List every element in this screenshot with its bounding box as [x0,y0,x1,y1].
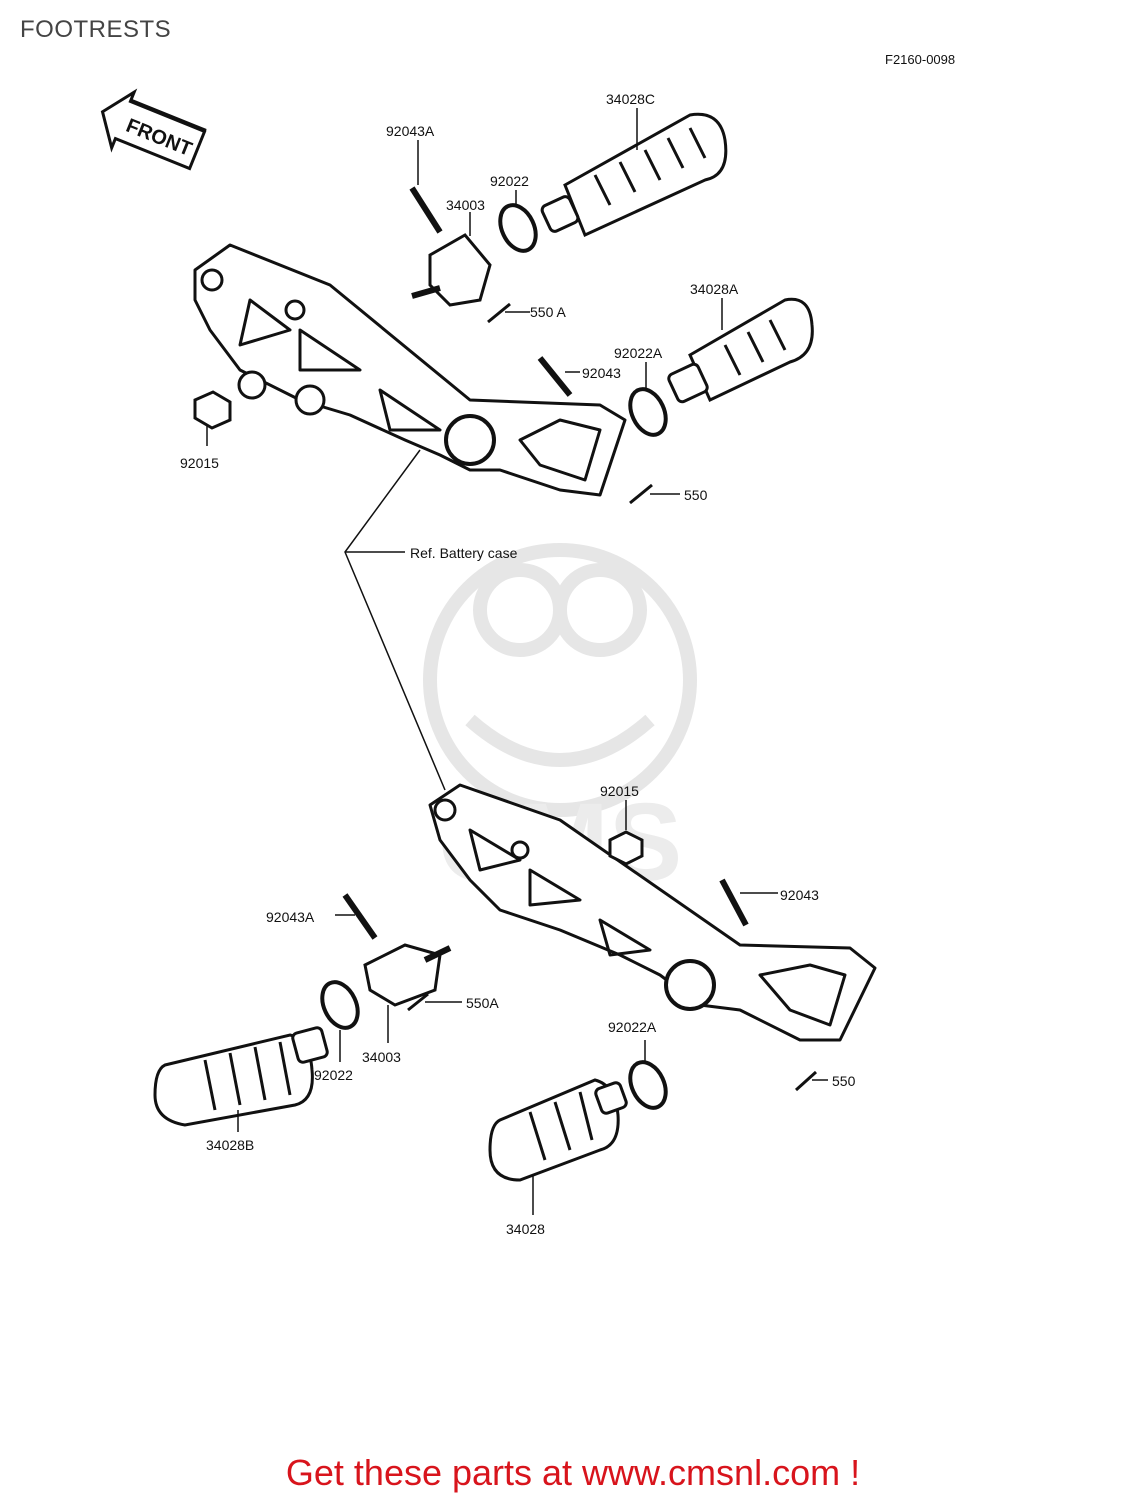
upper-nut [193,390,232,430]
upper-mount-hole-2 [284,299,306,321]
upper-cotter-550 [629,483,653,505]
page-title: FOOTRESTS [20,16,172,43]
callout-92043-lower: 92043 [780,887,819,903]
upper-cotter-550a [487,302,511,324]
callout-34028c: 34028C [606,91,655,107]
callout-550-lower: 550 [832,1073,856,1089]
callout-92022-upper: 92022 [490,173,529,189]
callout-92015-lower: 92015 [600,783,639,799]
upper-pivot-boss [444,414,496,466]
upper-footpeg-34028a [667,297,814,404]
upper-bolt-92043 [537,356,573,397]
battery-case-reference-line [344,449,446,791]
figure-code: F2160-0098 [885,52,955,67]
lower-mount-hole-2 [510,840,530,860]
callout-550-upper: 550 [684,487,708,503]
callout-550a-lower: 550A [466,995,499,1011]
lower-footpeg-34028b [153,1026,329,1127]
callout-34028: 34028 [506,1221,545,1237]
callout-92043a-upper: 92043A [386,123,435,139]
lower-footrest-bracket [428,783,877,1042]
lower-bolt-92043a [342,893,378,940]
upper-bracket-34003 [428,233,492,307]
lower-nut [608,830,644,866]
lower-cotter-550a [407,992,429,1012]
callout-92043a-lower: 92043A [266,909,315,925]
cms-watermark [423,543,697,817]
lower-washer-92022a [628,1060,668,1110]
lower-footpeg-34028 [488,1078,628,1182]
callout-92043-upper: 92043 [582,365,621,381]
upper-spacer [237,370,267,400]
lower-pivot-boss [664,959,716,1011]
upper-footrest-bracket [193,243,627,497]
lower-mount-hole [433,798,457,822]
upper-mount-boss [294,384,326,416]
lower-washer-92022 [320,980,360,1030]
callout-92015-upper: 92015 [180,455,219,471]
callout-34003-upper: 34003 [446,197,485,213]
battery-case-reference-label: Ref. Battery case [410,545,518,561]
callout-92022a-lower: 92022A [608,1019,657,1035]
lower-bolt-92043 [719,878,749,927]
callout-92022-lower: 92022 [314,1067,353,1083]
upper-mount-hole [200,268,224,292]
upper-washer-92022a [628,387,668,437]
upper-bolt-92043a [409,186,443,234]
cmsnl-shop-link[interactable]: Get these parts at www.cmsnl.com ! [285,1452,861,1493]
lower-cotter-550 [794,1070,818,1092]
callout-34003-lower: 34003 [362,1049,401,1065]
callout-550a-upper: 550 A [530,304,566,320]
lower-bracket-34003 [363,943,442,1007]
front-arrow-icon: FRONT [100,88,207,171]
footrests-diagram: CMS FRONT F2160-0098 [100,52,955,1237]
callout-34028a: 34028A [690,281,739,297]
upper-footpeg-34028c [540,112,728,238]
callout-92022a-upper: 92022A [614,345,663,361]
upper-washer-92022 [498,203,538,253]
callout-34028b: 34028B [206,1137,254,1153]
